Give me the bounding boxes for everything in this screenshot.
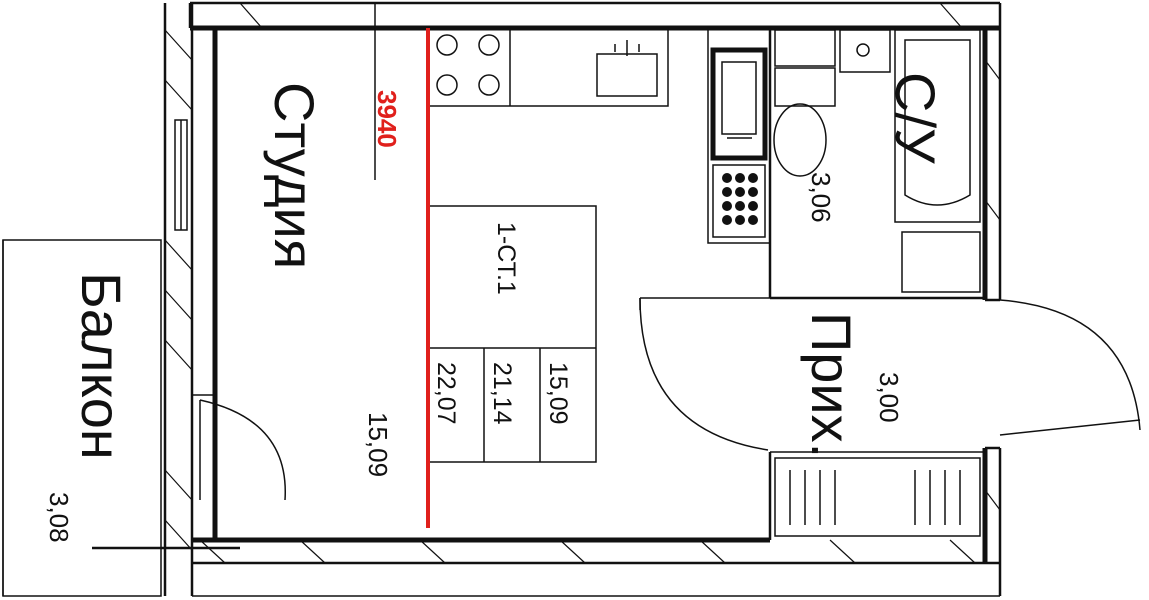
hallway-area: 3,00	[874, 372, 904, 423]
studio-area: 15,09	[363, 412, 393, 477]
appliance-column	[707, 27, 771, 244]
balcony-name: Балкон	[70, 272, 133, 460]
stove-icon	[436, 34, 500, 96]
kitchen-sink-icon	[596, 40, 658, 97]
interior-walls	[640, 28, 985, 540]
toilet-icon	[773, 29, 836, 177]
window	[174, 119, 188, 231]
cabinet	[901, 231, 981, 293]
wall-hatching	[164, 2, 1001, 564]
balcony-area: 3,08	[44, 492, 74, 543]
bathtub-icon	[894, 29, 981, 223]
outer-walls	[163, 1, 1002, 597]
kitchen-counter	[427, 27, 669, 107]
living-area: 15,09	[544, 362, 572, 425]
hallway-door	[639, 297, 769, 451]
total-area: 21,14	[488, 362, 516, 425]
dimension-label: 3940	[372, 90, 402, 148]
balcony-outline	[2, 239, 240, 597]
washbasin-icon	[839, 29, 891, 73]
bathroom-name: С/У	[884, 72, 947, 164]
hallway-name: Прих.	[800, 312, 863, 458]
entrance-door	[999, 299, 1141, 436]
apartment-code: 1-СТ.1	[492, 222, 520, 295]
wardrobe	[774, 457, 981, 537]
balcony-door	[192, 394, 286, 501]
total-with-balcony: 22,07	[432, 362, 460, 425]
bathroom-area: 3,06	[806, 172, 836, 223]
studio-name: Студия	[263, 82, 326, 269]
dishwasher-icon	[722, 173, 758, 225]
